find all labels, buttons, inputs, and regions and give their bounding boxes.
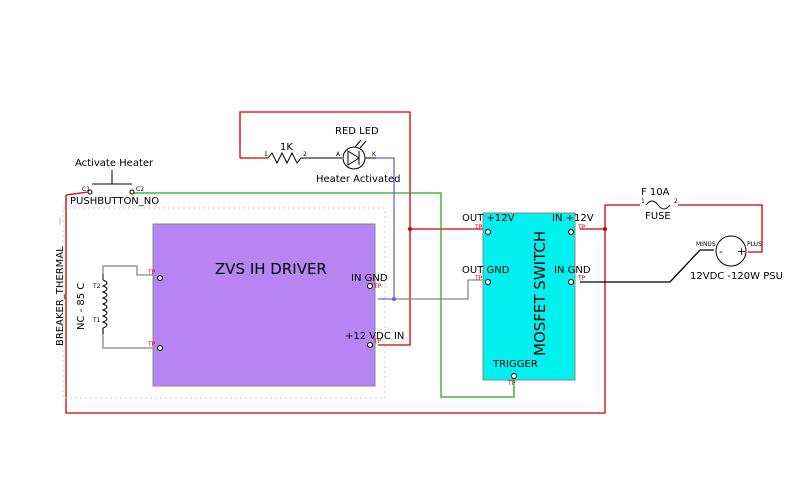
- zvs-tp-in-gnd: TP: [373, 283, 382, 290]
- wire-breaker-top: [102, 265, 160, 276]
- mosfet-out-12v-label: OUT +12V: [462, 213, 515, 224]
- led-arrow-2: [359, 140, 367, 149]
- mosfet-in-12v-label: IN +12V: [552, 213, 594, 224]
- fuse-pin1-label: 1: [641, 198, 645, 205]
- pushbutton-wire-left: [65, 191, 89, 196]
- fuse-ref-label: F 10A: [641, 187, 670, 198]
- zvs-tp-12v-in: TP: [373, 338, 382, 345]
- mosfet-tp-out-12v: TP: [474, 224, 483, 231]
- mosfet-terminal-out-gnd: [485, 279, 491, 285]
- zvs-12v-in-label: +12 VDC IN: [345, 331, 404, 342]
- breaker-t2-label: T2: [92, 283, 101, 290]
- led-anode-label: A: [336, 151, 341, 158]
- psu-part-label: 12VDC -120W PSU: [690, 271, 783, 282]
- mosfet-terminal-trigger: [511, 373, 517, 379]
- pushbutton-pin2-label: C2: [136, 186, 144, 193]
- mosfet-in-gnd-label: IN GND: [554, 265, 591, 276]
- zvs-tp-bottom-left: TP: [147, 341, 156, 348]
- resistor-pin2-label: 2: [303, 151, 307, 158]
- led-cathode-label: K: [372, 151, 377, 158]
- led-name-label: RED LED: [335, 126, 379, 137]
- fuse-part-label: FUSE: [645, 211, 671, 222]
- led-body: [342, 146, 366, 170]
- zvs-tp-top-left: TP: [147, 269, 156, 276]
- wire-breaker-bottom: [102, 328, 160, 349]
- wire-pushbutton-loop: [65, 195, 606, 414]
- pushbutton-pin1-label: C1: [82, 186, 90, 193]
- psu-plus-pin-label: PLUS: [747, 241, 762, 248]
- led-arrow-1: [354, 139, 362, 148]
- zvs-terminal-breaker-bottom: [157, 345, 163, 351]
- mosfet-switch-block: [482, 212, 576, 381]
- pushbutton-terminal-c2: [129, 189, 135, 195]
- junction-dot-gnd: [392, 297, 396, 301]
- mosfet-tp-in-gnd: TP: [577, 275, 586, 282]
- mosfet-tp-out-gnd: TP: [474, 275, 483, 282]
- wire-gnd-to-mosfet: [394, 279, 485, 300]
- psu-plus-sign: +: [737, 245, 746, 258]
- fuse-pin2-label: 2: [674, 198, 678, 205]
- mosfet-switch-title: MOSFET SWITCH: [531, 231, 549, 356]
- wire-trigger: [134, 192, 515, 398]
- wire-led-ground: [376, 157, 395, 300]
- resistor-value-label: 1K: [280, 142, 293, 153]
- breaker-coil: [101, 279, 108, 329]
- zvs-terminal-12v-in: [367, 342, 373, 348]
- mosfet-terminal-in-12v: [568, 229, 574, 235]
- mosfet-tp-trigger: TP: [507, 380, 516, 387]
- resistor-symbol: [267, 151, 312, 165]
- zvs-terminal-breaker-top: [157, 275, 163, 281]
- junction-dot-12v: [408, 227, 412, 231]
- breaker-t1-label: T1: [92, 317, 101, 324]
- mosfet-out-gnd-label: OUT GND: [462, 265, 510, 276]
- pushbutton-function-label: Activate Heater: [75, 158, 154, 169]
- mosfet-terminal-in-gnd: [568, 279, 574, 285]
- zvs-terminal-in-gnd: [367, 283, 373, 289]
- breaker-spec-label: NC - 85 C: [76, 283, 87, 330]
- mosfet-terminal-out-12v: [485, 229, 491, 235]
- wire-fuse-to-psu: [678, 204, 763, 253]
- wire-led-loop: [239, 111, 411, 346]
- pushbutton-terminal-c1: [87, 189, 93, 195]
- fuse-symbol: [645, 200, 671, 210]
- wire-psu-minus: [580, 249, 714, 283]
- led-triangle: [347, 150, 360, 166]
- resistor-pin1-label: 1: [264, 151, 268, 158]
- psu-symbol: [715, 235, 747, 267]
- pushbutton-part-label: PUSHBUTTON_NO: [70, 196, 159, 207]
- wire-psu-plus: [580, 204, 640, 230]
- psu-minus-pin-label: MINUS: [696, 241, 716, 248]
- zvs-in-gnd-label: IN GND: [351, 273, 388, 284]
- junction-dot-psu: [603, 227, 607, 231]
- mosfet-tp-in-12v: TP: [577, 224, 586, 231]
- zvs-driver-bbox: [62, 207, 386, 399]
- breaker-part-label: BREAKER_THERMAL: [55, 246, 66, 346]
- mosfet-trigger-label: TRIGGER: [492, 359, 538, 370]
- zvs-driver-title: ZVS IH DRIVER: [215, 260, 327, 278]
- psu-minus-sign: -: [719, 245, 723, 258]
- zvs-driver-block: [152, 223, 376, 387]
- led-function-label: Heater Activated: [316, 174, 401, 185]
